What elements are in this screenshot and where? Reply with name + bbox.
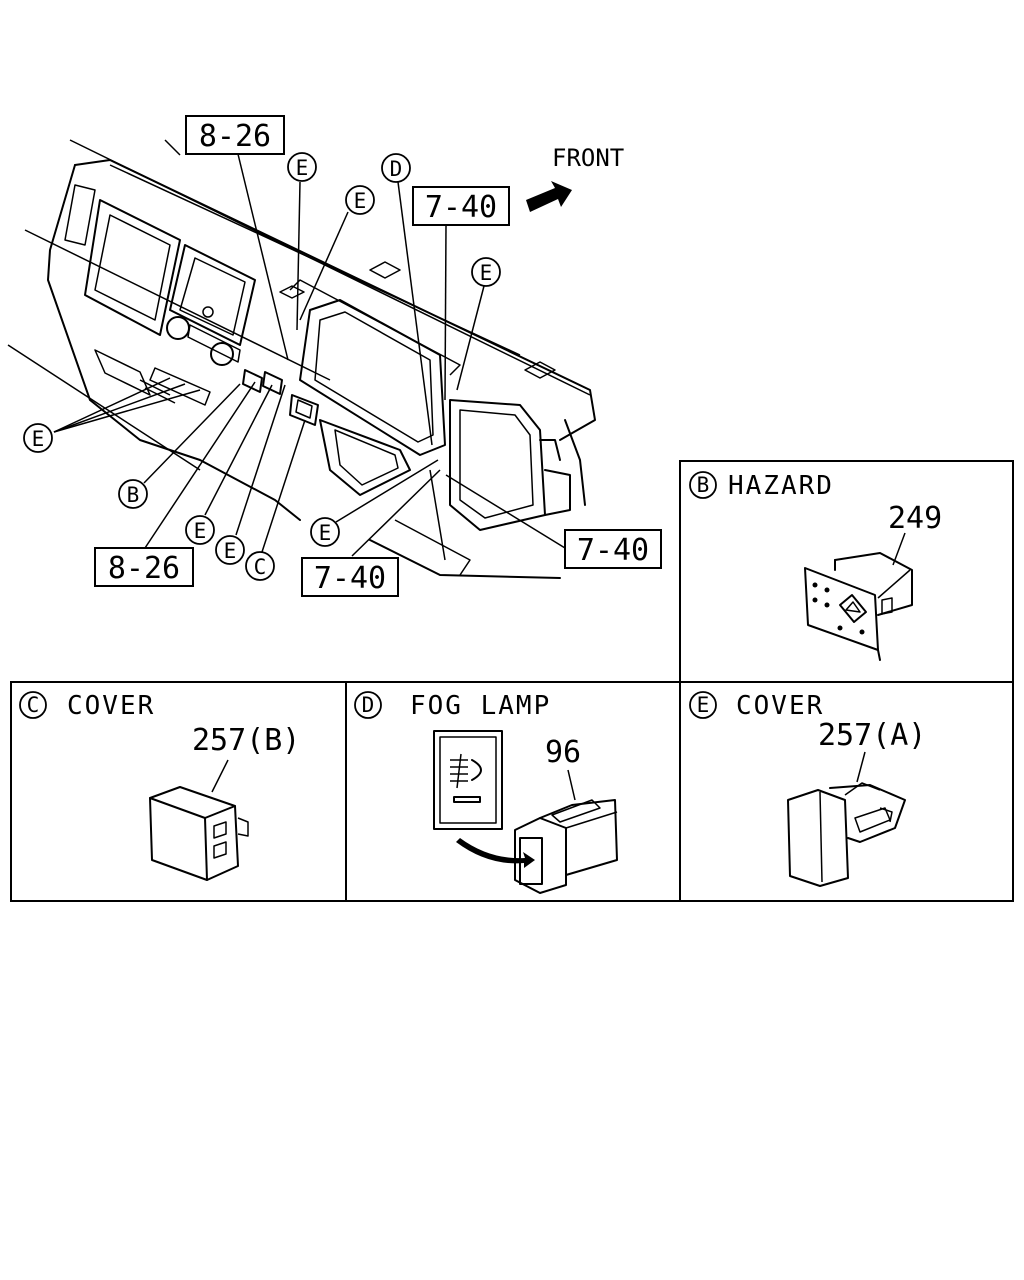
svg-text:C: C (254, 555, 267, 579)
cover-c-part-number: 257(B) (192, 723, 300, 758)
fog-part-number: 96 (545, 735, 581, 770)
reference-box-8-26-top: 8-26 (185, 115, 285, 155)
svg-text:E: E (296, 156, 309, 180)
callout-e-6: E (215, 535, 245, 565)
reference-7-40-right: 7-40 (577, 533, 649, 568)
reference-box-7-40-bottom: 7-40 (301, 557, 399, 597)
svg-text:E: E (32, 427, 45, 451)
callout-c: C (245, 551, 275, 581)
panel-cover-c: C COVER 257(B) (10, 681, 347, 902)
callout-e-5: E (185, 515, 215, 545)
reference-7-40-top: 7-40 (425, 190, 497, 225)
reference-box-7-40-top: 7-40 (412, 186, 510, 226)
panel-cover-e: E COVER 257(A) (679, 681, 1014, 902)
reference-box-7-40-right: 7-40 (564, 529, 662, 569)
front-indicator: FRONT (526, 144, 624, 212)
reference-box-8-26-bottom: 8-26 (94, 547, 194, 587)
cover-c-illustration (149, 786, 249, 881)
reference-8-26-bottom: 8-26 (108, 551, 180, 586)
hazard-part-number: 249 (888, 501, 942, 536)
svg-text:D: D (390, 157, 403, 181)
panel-hazard-title: HAZARD (728, 471, 834, 501)
svg-text:E: E (480, 261, 493, 285)
reference-8-26-top: 8-26 (199, 119, 271, 154)
front-arrow-icon (526, 181, 572, 212)
svg-text:B: B (127, 483, 140, 507)
panel-cover-c-title: COVER (67, 691, 155, 721)
fog-lamp-indicator-face (433, 730, 503, 830)
panel-hazard-letter: B (697, 473, 710, 497)
reference-7-40-bottom: 7-40 (314, 561, 386, 596)
callout-e-4: E (23, 423, 53, 453)
cover-e-illustration (787, 782, 906, 887)
panel-fog-title: FOG LAMP (410, 691, 551, 721)
panel-cover-e-title: COVER (736, 691, 824, 721)
panel-fog-letter: D (362, 693, 375, 717)
panel-fog-lamp: D FOG LAMP 96 (345, 681, 681, 902)
panel-hazard: B HAZARD 249 (679, 460, 1014, 683)
panel-cover-c-letter: C (27, 693, 40, 717)
svg-text:E: E (194, 519, 207, 543)
callout-e-3: E (471, 257, 501, 287)
callout-e-7: E (310, 517, 340, 547)
fog-switch-illustration (514, 799, 618, 894)
callout-e-2: E (345, 185, 375, 215)
hazard-switch-illustration (804, 552, 913, 661)
leader-lines (53, 149, 566, 557)
svg-text:E: E (224, 539, 237, 563)
svg-text:E: E (354, 189, 367, 213)
callout-b: B (118, 479, 148, 509)
dashboard-illustration (7, 139, 596, 579)
cover-e-part-number: 257(A) (818, 718, 926, 753)
panel-cover-e-letter: E (697, 693, 710, 717)
callout-d: D (381, 153, 411, 183)
callout-e-1: E (287, 152, 317, 182)
front-label: FRONT (552, 144, 624, 172)
svg-text:E: E (319, 521, 332, 545)
